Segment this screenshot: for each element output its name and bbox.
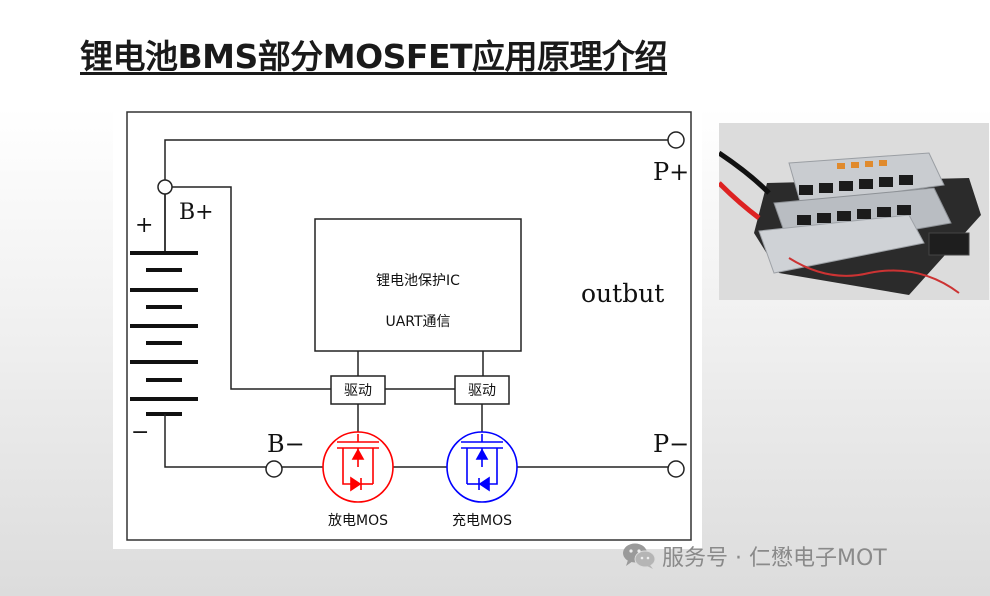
output-label: outbut xyxy=(581,279,664,308)
p-minus-label: P− xyxy=(653,430,689,458)
bottom-wire xyxy=(164,414,266,468)
b-minus-terminal xyxy=(265,460,283,478)
discharge-mos-label: 放电MOS xyxy=(328,513,388,529)
charge-mosfet xyxy=(446,431,518,503)
battery-plus-sign: + xyxy=(135,213,153,238)
bms-circuit-diagram: P+ B+ + − B− P− outbut xyxy=(113,102,702,549)
driver-box-discharge xyxy=(330,375,386,405)
battery-cells xyxy=(130,251,198,416)
bms-board-photo xyxy=(719,123,989,300)
ic-label-line2: UART通信 xyxy=(385,314,450,330)
page-title: 锂电池BMS部分MOSFET应用原理介绍 xyxy=(80,37,668,76)
driver-box-charge xyxy=(454,375,510,405)
wechat-icon xyxy=(623,543,656,569)
b-plus-supply-wire xyxy=(172,186,331,390)
charge-mos-label: 充电MOS xyxy=(452,513,512,529)
protection-ic-box xyxy=(314,218,522,352)
watermark: 服务号 · 仁懋电子MOT xyxy=(622,538,887,574)
ic-label-line1: 锂电池保护IC xyxy=(376,273,460,289)
driver-label-charge: 驱动 xyxy=(468,383,496,399)
battery-minus-sign: − xyxy=(131,420,149,445)
p-plus-terminal xyxy=(667,131,685,149)
diagram-frame xyxy=(126,111,692,541)
p-plus-label: P+ xyxy=(653,158,689,186)
driver-label-discharge: 驱动 xyxy=(344,383,372,399)
b-minus-label: B− xyxy=(267,430,305,458)
watermark-text: 服务号 · 仁懋电子MOT xyxy=(662,546,887,571)
b-plus-label: B+ xyxy=(179,200,214,225)
b-plus-node xyxy=(157,179,173,195)
p-minus-terminal xyxy=(667,460,685,478)
discharge-mosfet xyxy=(322,431,394,503)
